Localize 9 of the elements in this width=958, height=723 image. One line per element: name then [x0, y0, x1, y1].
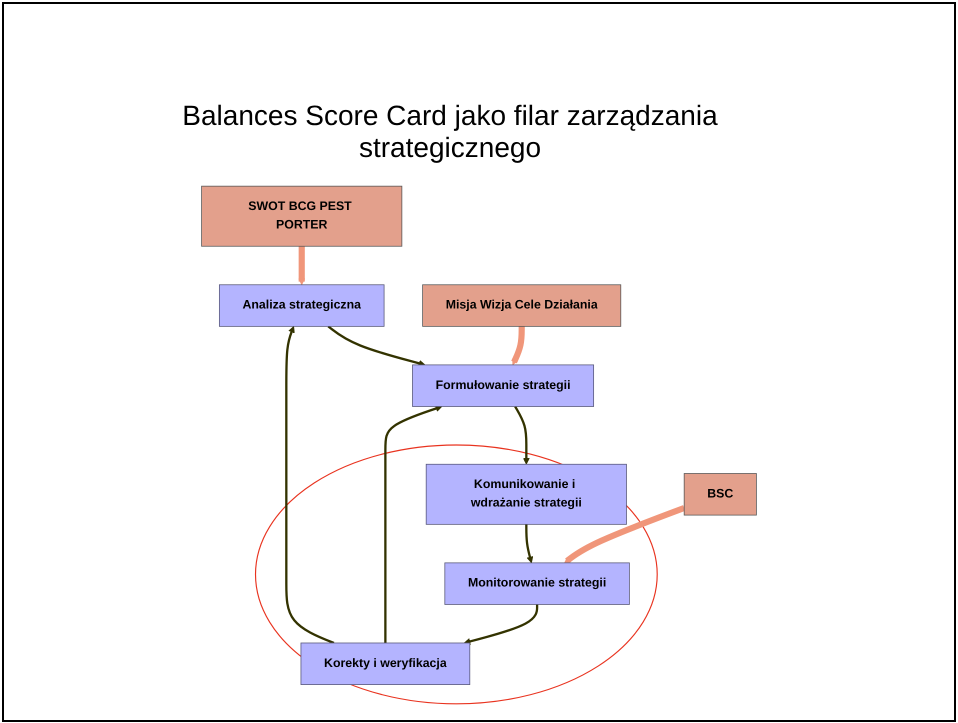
node-box: Formułowanie strategii: [412, 364, 594, 407]
diagram-title: Balances Score Card jako filar zarządzania strategicznego: [181, 100, 719, 164]
arrow: [298, 246, 306, 286]
arrow: [328, 325, 426, 367]
node-box: SWOT BCG PEST PORTER: [201, 186, 402, 247]
arrow: [511, 326, 525, 366]
node-box: Misja Wizja Cele Działania: [422, 284, 622, 327]
node-box: BSC: [684, 473, 757, 516]
node-box: Analiza strategiczna: [218, 284, 384, 327]
